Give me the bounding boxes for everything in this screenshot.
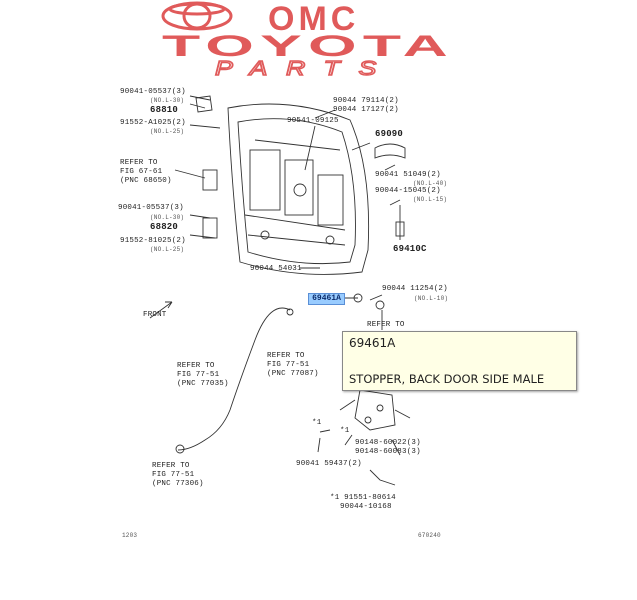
part-label: (PNC 77035) (177, 380, 229, 388)
highlighted-part-69461A[interactable]: 69461A (308, 293, 345, 305)
part-label[interactable]: 90041-05537(3) (120, 88, 186, 96)
part-label: REFER TO (120, 159, 158, 167)
part-label[interactable]: 90044-15045(2) (375, 187, 441, 195)
part-label: REFER TO (267, 352, 305, 360)
diagram-footer-right: 670240 (418, 532, 441, 539)
part-label: (PNC 77306) (152, 480, 204, 488)
part-label: REFER TO (152, 462, 190, 470)
part-tooltip: 69461A STOPPER, BACK DOOR SIDE MALE (342, 331, 577, 391)
part-label: FIG 77-51 (177, 371, 220, 379)
part-label[interactable]: 68820 (150, 222, 179, 232)
part-label[interactable]: 90044 54031 (250, 265, 302, 273)
part-label: (NO.L-10) (414, 295, 449, 302)
cable (177, 307, 291, 451)
part-label[interactable]: 90041 59437(2) (296, 460, 362, 468)
back-door-outline (227, 103, 370, 275)
part-label: (NO.L-40) (413, 180, 448, 187)
part-label: (NO.L-25) (150, 246, 185, 253)
part-label[interactable]: 90148-60022(3) (355, 439, 421, 447)
part-label[interactable]: 69410C (393, 244, 427, 254)
part-label: (PNC 77087) (267, 370, 319, 378)
part-label[interactable]: 90148-60083(3) (355, 448, 421, 456)
part-label[interactable]: 90044-10168 (340, 503, 392, 511)
diagram-footer-left: 1203 (122, 532, 138, 539)
part-label: FIG 77-51 (267, 361, 310, 369)
part-label: (NO.L-25) (150, 128, 185, 135)
part-label: (NO.L-15) (413, 196, 448, 203)
part-label: REFER TO (367, 321, 405, 329)
part-label: (NO.L-30) (150, 214, 185, 221)
part-label: *1 (340, 427, 350, 435)
part-label: FIG 77-51 (152, 471, 195, 479)
part-label: FIG 67-61 (120, 168, 163, 176)
part-label[interactable]: 90041 51049(2) (375, 171, 441, 179)
logo-tagline: PARTS (215, 58, 395, 80)
lock-assembly (354, 389, 396, 431)
part-label: (NO.L-30) (150, 97, 185, 104)
part-label[interactable]: *1 91551-80614 (330, 494, 396, 502)
part-label[interactable]: 69090 (375, 129, 404, 139)
logo-brand: OMC (268, 0, 359, 38)
front-label: FRONT (143, 311, 167, 319)
part-label[interactable]: 90044 79114(2) (333, 97, 399, 105)
part-label[interactable]: 91552-81025(2) (120, 237, 186, 245)
part-label[interactable]: 91552-A1025(2) (120, 119, 186, 127)
part-label: *1 (312, 419, 322, 427)
part-label[interactable]: 90541-09125 (287, 117, 339, 125)
part-label: (PNC 68650) (120, 177, 172, 185)
tooltip-part-code: 69461A (349, 336, 396, 350)
part-label[interactable]: 90044 17127(2) (333, 106, 399, 114)
part-label[interactable]: 68810 (150, 105, 179, 115)
part-label[interactable]: 90044 11254(2) (382, 285, 448, 293)
tooltip-part-description: STOPPER, BACK DOOR SIDE MALE (349, 372, 545, 386)
omc-toyota-parts-logo: OMC TOYOTA PARTS (0, 0, 637, 80)
logo-name: TOYOTA (162, 30, 454, 63)
part-label[interactable]: 90041-05537(3) (118, 204, 184, 212)
part-label: REFER TO (177, 362, 215, 370)
